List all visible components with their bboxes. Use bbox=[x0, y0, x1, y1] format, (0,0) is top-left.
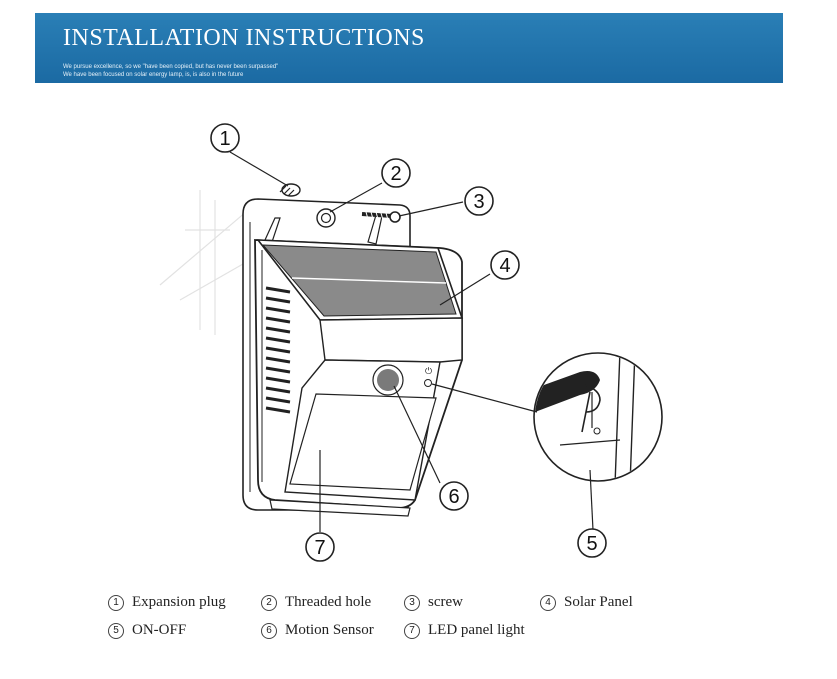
legend-label-4: Solar Panel bbox=[564, 594, 633, 610]
expansion-plug-part bbox=[279, 183, 301, 197]
callout-7-label: 7 bbox=[314, 537, 325, 559]
legend-label-1: Expansion plug bbox=[132, 594, 226, 610]
legend-num-1: 1 bbox=[108, 594, 124, 611]
legend-item-threaded-hole: 2 Threaded hole bbox=[261, 594, 371, 611]
motion-sensor-part bbox=[372, 364, 404, 396]
callout-3-label: 3 bbox=[473, 191, 484, 213]
page-title: INSTALLATION INSTRUCTIONS bbox=[63, 25, 425, 51]
callout-6: 6 bbox=[439, 481, 469, 511]
svg-text:⏻: ⏻ bbox=[425, 366, 432, 377]
legend-label-5: ON-OFF bbox=[132, 622, 187, 638]
callout-6-label: 6 bbox=[448, 486, 459, 508]
banner-subtitle-1: We pursue excellence, so we "have been c… bbox=[63, 64, 279, 70]
callout-5: 5 bbox=[577, 528, 607, 558]
legend-label-2: Threaded hole bbox=[285, 594, 372, 610]
solar-panel-part bbox=[256, 239, 464, 321]
legend-item-led-panel-light: 7 LED panel light bbox=[404, 622, 525, 639]
banner-subtitle-2: We have been focused on solar energy lam… bbox=[63, 72, 244, 78]
front-top-face bbox=[319, 317, 463, 363]
screw-part bbox=[361, 211, 401, 223]
legend-label-3: screw bbox=[428, 594, 463, 610]
watermark bbox=[159, 190, 261, 335]
power-switch-icon: ⏻ bbox=[424, 366, 432, 387]
legend-item-motion-sensor: 6 Motion Sensor bbox=[261, 622, 374, 639]
legend-num-7: 7 bbox=[404, 622, 420, 639]
legend-row-2: 5 ON-OFF 6 Motion Sensor 7 LED panel lig… bbox=[108, 622, 748, 642]
callout-7: 7 bbox=[305, 532, 335, 562]
legend-item-on-off: 5 ON-OFF bbox=[108, 622, 186, 639]
threaded-hole-part bbox=[316, 208, 336, 228]
legend-num-3: 3 bbox=[404, 594, 420, 611]
callout-5-label: 5 bbox=[586, 533, 597, 555]
callout-1: 1 bbox=[210, 123, 240, 153]
legend-num-4: 4 bbox=[540, 594, 556, 611]
legend-num-6: 6 bbox=[261, 622, 277, 639]
legend-num-5: 5 bbox=[108, 622, 124, 639]
legend-row-1: 1 Expansion plug 2 Threaded hole 3 screw… bbox=[108, 594, 748, 614]
legend-label-6: Motion Sensor bbox=[285, 622, 374, 638]
callout-2-label: 2 bbox=[390, 163, 401, 185]
legend-num-2: 2 bbox=[261, 594, 277, 611]
led-panel-part bbox=[289, 393, 437, 491]
legend-item-expansion-plug: 1 Expansion plug bbox=[108, 594, 226, 611]
magnified-detail bbox=[533, 352, 663, 482]
leader-lines bbox=[229, 151, 594, 532]
callout-1-label: 1 bbox=[219, 128, 230, 150]
callout-3: 3 bbox=[464, 186, 494, 216]
header-banner: INSTALLATION INSTRUCTIONS We pursue exce… bbox=[35, 13, 783, 83]
legend-item-screw: 3 screw bbox=[404, 594, 463, 611]
vent-slots bbox=[265, 286, 291, 414]
base-edge bbox=[269, 499, 411, 517]
legend-label-7: LED panel light bbox=[428, 622, 525, 638]
legend-item-solar-panel: 4 Solar Panel bbox=[540, 594, 633, 611]
callout-4: 4 bbox=[490, 250, 520, 280]
callout-4-label: 4 bbox=[499, 255, 510, 277]
callout-2: 2 bbox=[381, 158, 411, 188]
